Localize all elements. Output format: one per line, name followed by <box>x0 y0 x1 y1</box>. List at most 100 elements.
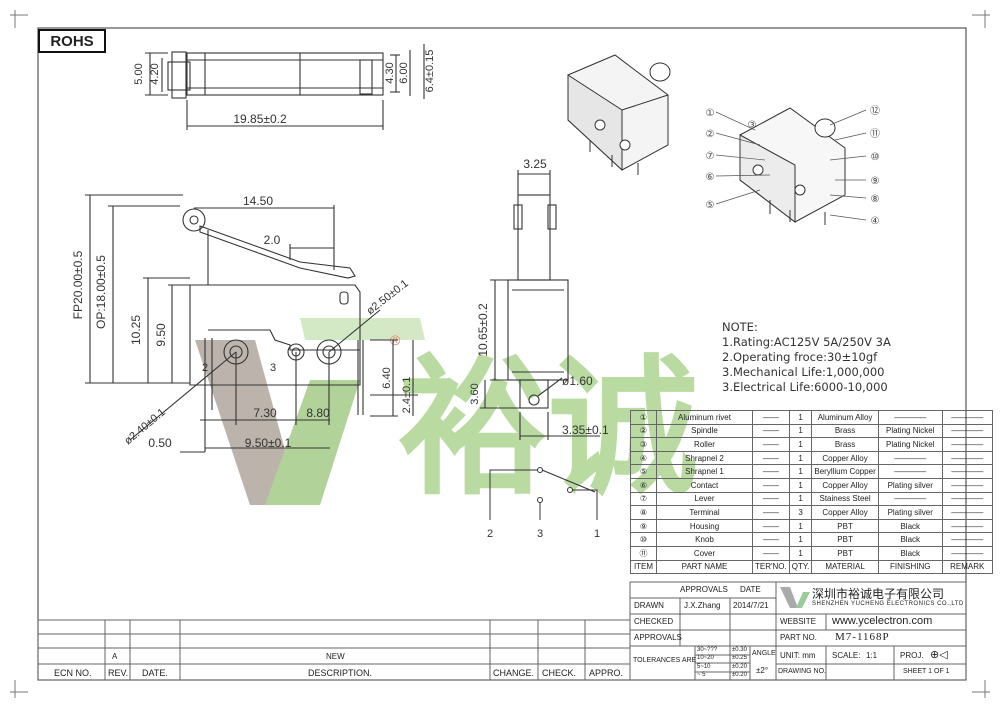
dim-text: 2.4±0.1 <box>401 377 413 414</box>
dim-text: 19.85±0.2 <box>233 112 287 126</box>
bom-cell-qty: 1 <box>788 518 813 534</box>
bom-cell-qty: 1 <box>788 477 813 493</box>
bom-cell-part: Shrapnel 2 <box>656 450 753 466</box>
part-no-value: M7-1168P <box>835 631 890 643</box>
projection-icon: ⊕◁ <box>930 649 948 661</box>
bom-cell-part: Housing <box>656 518 753 534</box>
bom-cell-ter: —— <box>752 518 790 534</box>
bom-header-remark: REMARK <box>941 559 993 575</box>
bom-cell-part: Aluminum rivet <box>656 410 753 425</box>
bom-header-ter: TER'NO. <box>752 559 790 575</box>
bom-cell-qty: 1 <box>788 450 813 466</box>
dim-text: 5.00 <box>133 63 145 84</box>
website-value: www.ycelectron.com <box>832 615 933 627</box>
dim-text: 3.35±0.1 <box>562 423 609 437</box>
bom-cell-finishing: Black <box>877 545 943 561</box>
note-item: 1.Rating:AC125V 5A/250V 3A <box>722 335 891 349</box>
date-header: DATE. <box>142 668 168 678</box>
bom-cell-material: Stainess Steel <box>811 491 879 507</box>
bom-cell-no: ③ <box>630 437 657 452</box>
bom-header-finishing: FINISHING <box>877 559 943 575</box>
bom-cell-finishing: Plating Nickel <box>877 423 943 439</box>
notes-title: NOTE: <box>722 320 758 334</box>
dim-text: 8.80 <box>306 406 330 420</box>
tol-value: ±0.20 <box>732 672 747 678</box>
note-item: 3.Mechanical Life:1,000,000 <box>722 365 885 379</box>
bom-cell-ter: —— <box>752 532 790 547</box>
rev-letter: A <box>112 652 118 661</box>
bom-cell-finishing: ———— <box>877 464 943 479</box>
bom-cell-finishing: Plating silver <box>877 505 943 520</box>
notes-block: NOTE: 1.Rating:AC125V 5A/250V 3A 2.Opera… <box>722 320 891 395</box>
dim-text: ø1.60 <box>562 374 593 388</box>
dim-text: OP:18.00±0.5 <box>94 255 108 329</box>
dim-text: 3.60 <box>469 383 481 404</box>
pin-label: 3 <box>270 362 276 374</box>
bom-cell-finishing: ———— <box>877 491 943 507</box>
bom-header-material: MATERIAL <box>811 559 879 575</box>
bom-cell-qty: 1 <box>788 464 813 479</box>
bom-cell-part: Spindle <box>656 423 753 439</box>
dim-text: 4.30 <box>384 62 396 83</box>
bom-cell-part: Roller <box>656 437 753 452</box>
schematic-pin: 1 <box>594 528 600 540</box>
change-header: CHANGE. <box>493 668 535 678</box>
callout-numbers: ① ② ⑦ ⑥ ⑤ ⑫ ⑪ ⑩ ⑨ ⑧ ④ ③ <box>706 105 880 227</box>
callout-lines <box>715 109 867 221</box>
bom-cell-qty: 3 <box>788 505 813 520</box>
bom-cell-remark: ———— <box>941 450 993 466</box>
bom-cell-remark: ———— <box>941 477 993 493</box>
bom-cell-finishing: Black <box>877 518 943 534</box>
bom-cell-finishing: Plating Nickel <box>877 437 943 452</box>
bom-cell-no: ⑥ <box>630 477 657 493</box>
dim-text: 2.0 <box>264 233 281 247</box>
svg-text:⑫: ⑫ <box>870 105 880 117</box>
bom-cell-part: Knob <box>656 532 753 547</box>
svg-text:⑪: ⑪ <box>870 128 880 140</box>
date-label: DATE <box>740 585 761 594</box>
description-header: DESCRIPTION. <box>308 668 373 678</box>
bom-cell-part: Shrapnel 1 <box>656 464 753 479</box>
dim-text: 10.25 <box>129 315 143 345</box>
bom-cell-qty: 1 <box>788 410 813 425</box>
approvals-label: APPROVALS <box>680 585 728 594</box>
bom-cell-no: ① <box>630 410 657 425</box>
drawing-no-label: DRAWING NO. <box>778 668 826 675</box>
bom-cell-ter: —— <box>752 545 790 561</box>
dim-text: 0.50 <box>148 436 172 450</box>
drawn-by: J.X.Zhang <box>684 601 721 610</box>
bom-cell-qty: 1 <box>788 545 813 561</box>
company-logo-icon <box>780 587 810 608</box>
note-item: 3.Electrical Life:6000-10,000 <box>722 380 888 394</box>
rohs-badge: ROHS <box>38 29 106 53</box>
bom-cell-remark: ———— <box>941 464 993 479</box>
bom-cell-no: ⑨ <box>630 518 657 534</box>
bom-cell-remark: ———— <box>941 410 993 425</box>
bom-cell-ter: —— <box>752 423 790 439</box>
drawn-date: 2014/7/21 <box>733 601 769 610</box>
bom-cell-material: Aluminum Alloy <box>811 410 879 425</box>
bom-cell-qty: 1 <box>788 423 813 439</box>
drawn-label: DRAWN <box>634 601 664 610</box>
dim-text: ø2.50±0.1 <box>364 277 410 317</box>
bom-cell-remark: ———— <box>941 437 993 452</box>
bom-cell-finishing: Plating silver <box>877 477 943 493</box>
bom-header-qty: QTY. <box>788 559 813 575</box>
tol-range: 5~10 <box>697 664 711 670</box>
title-block-grid <box>37 581 967 681</box>
angle-value: ±2° <box>756 666 769 675</box>
svg-text:⑤: ⑤ <box>706 200 715 211</box>
dim-text: 3.25 <box>523 157 547 171</box>
bom-cell-material: PBT <box>811 532 879 547</box>
bom-cell-part: Cover <box>656 545 753 561</box>
schematic-pin: 2 <box>487 528 493 540</box>
scale-label: SCALE: <box>832 651 861 660</box>
bom-cell-ter: —— <box>752 437 790 452</box>
